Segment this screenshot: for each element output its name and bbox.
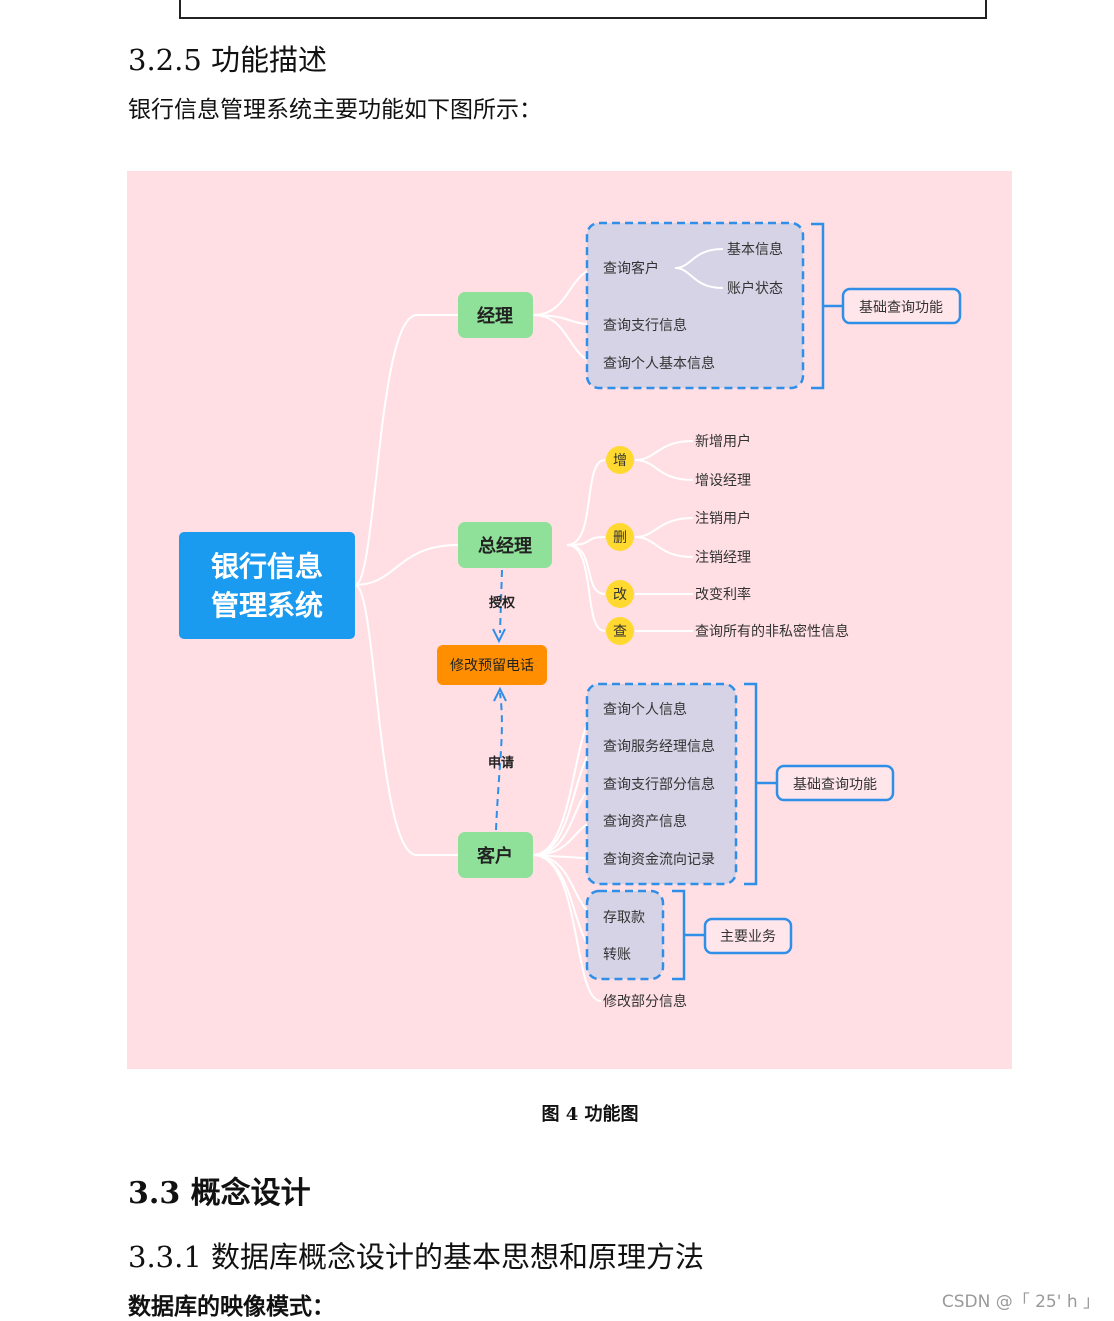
customer-query-flows: 查询资金流向记录 [603, 852, 715, 868]
section-heading-3-3: 3.3 概念设计 [128, 1176, 311, 1211]
apply-label: 申请 [488, 755, 514, 771]
manager-query-branch: 查询支行信息 [603, 317, 687, 334]
role-customer-label: 客户 [477, 845, 513, 867]
main-business-label: 主要业务 [720, 929, 776, 945]
root-node [179, 532, 355, 639]
customer-deposit-withdraw: 存取款 [603, 910, 645, 926]
op-delete-label: 删 [613, 530, 627, 546]
gm-edges [566, 440, 694, 632]
customer-query-group [585, 682, 738, 886]
op-add-circle [606, 446, 634, 474]
manager-query-personal: 查询个人基本信息 [603, 355, 715, 372]
brackets [672, 222, 843, 981]
section-heading-3-2-5: 3.2.5 功能描述 [128, 43, 328, 77]
op-query-circle [606, 617, 634, 645]
top-table-box [179, 0, 987, 19]
root-edges [354, 314, 459, 856]
root-line-1: 银行信息 [211, 550, 323, 583]
gm-change-rate: 改变利率 [695, 586, 751, 603]
role-manager-node [458, 292, 533, 338]
customer-query-branch: 查询支行部分信息 [603, 776, 715, 793]
customer-query-personal: 查询个人信息 [603, 701, 687, 718]
role-gm-node [458, 522, 552, 568]
role-customer-node [458, 832, 533, 878]
root-line-2: 管理系统 [211, 589, 323, 622]
customer-business-group [585, 889, 665, 981]
op-delete-circle [606, 523, 634, 551]
phone-flow [492, 569, 507, 831]
op-modify-circle [606, 580, 634, 608]
phone-label: 修改预留电话 [450, 658, 534, 674]
intro-text: 银行信息管理系统主要功能如下图所示： [128, 97, 542, 123]
manager-group-label: 基础查询功能 [859, 299, 943, 316]
manager-basic-info: 基本信息 [727, 241, 783, 258]
role-gm-label: 总经理 [478, 535, 532, 557]
role-manager-label: 经理 [477, 305, 513, 327]
gm-add-user: 新增用户 [695, 433, 751, 450]
op-query-label: 查 [613, 624, 627, 640]
csdn-watermark: CSDN @「 25' h 」 [941, 1292, 1100, 1312]
phone-node [437, 645, 547, 685]
group-inner-edges [674, 248, 724, 289]
section-heading-3-3-1: 3.3.1 数据库概念设计的基本思想和原理方法 [128, 1240, 705, 1274]
op-add-label: 增 [613, 453, 627, 469]
main-business-label-box [703, 917, 793, 955]
customer-transfer: 转账 [603, 947, 631, 963]
gm-ops: 增 删 改 查 [606, 446, 634, 645]
customer-query-manager: 查询服务经理信息 [603, 738, 715, 755]
gm-remove-user: 注销用户 [695, 510, 751, 527]
function-diagram: 基础查询功能 基础查询功能 主要业务 银行信息 管理系统 经理 总经理 客户 查… [127, 171, 1012, 1069]
manager-group-label-box [841, 287, 962, 325]
op-modify-label: 改 [613, 587, 627, 603]
gm-add-manager: 增设经理 [695, 473, 751, 489]
customer-query-assets: 查询资产信息 [603, 813, 687, 830]
manager-query-customer: 查询客户 [603, 260, 659, 277]
manager-account-status: 账户状态 [727, 280, 783, 297]
mapping-label: 数据库的映像模式： [128, 1293, 335, 1320]
manager-query-group [585, 221, 805, 390]
gm-query-public: 查询所有的非私密性信息 [695, 623, 849, 640]
customer-group-label-box [775, 764, 895, 802]
authorize-label: 授权 [489, 595, 516, 611]
customer-modify-info: 修改部分信息 [603, 993, 687, 1010]
gm-remove-manager: 注销经理 [695, 550, 751, 566]
customer-group-label: 基础查询功能 [793, 776, 877, 793]
figure-caption: 图 4 功能图 [541, 1104, 639, 1125]
